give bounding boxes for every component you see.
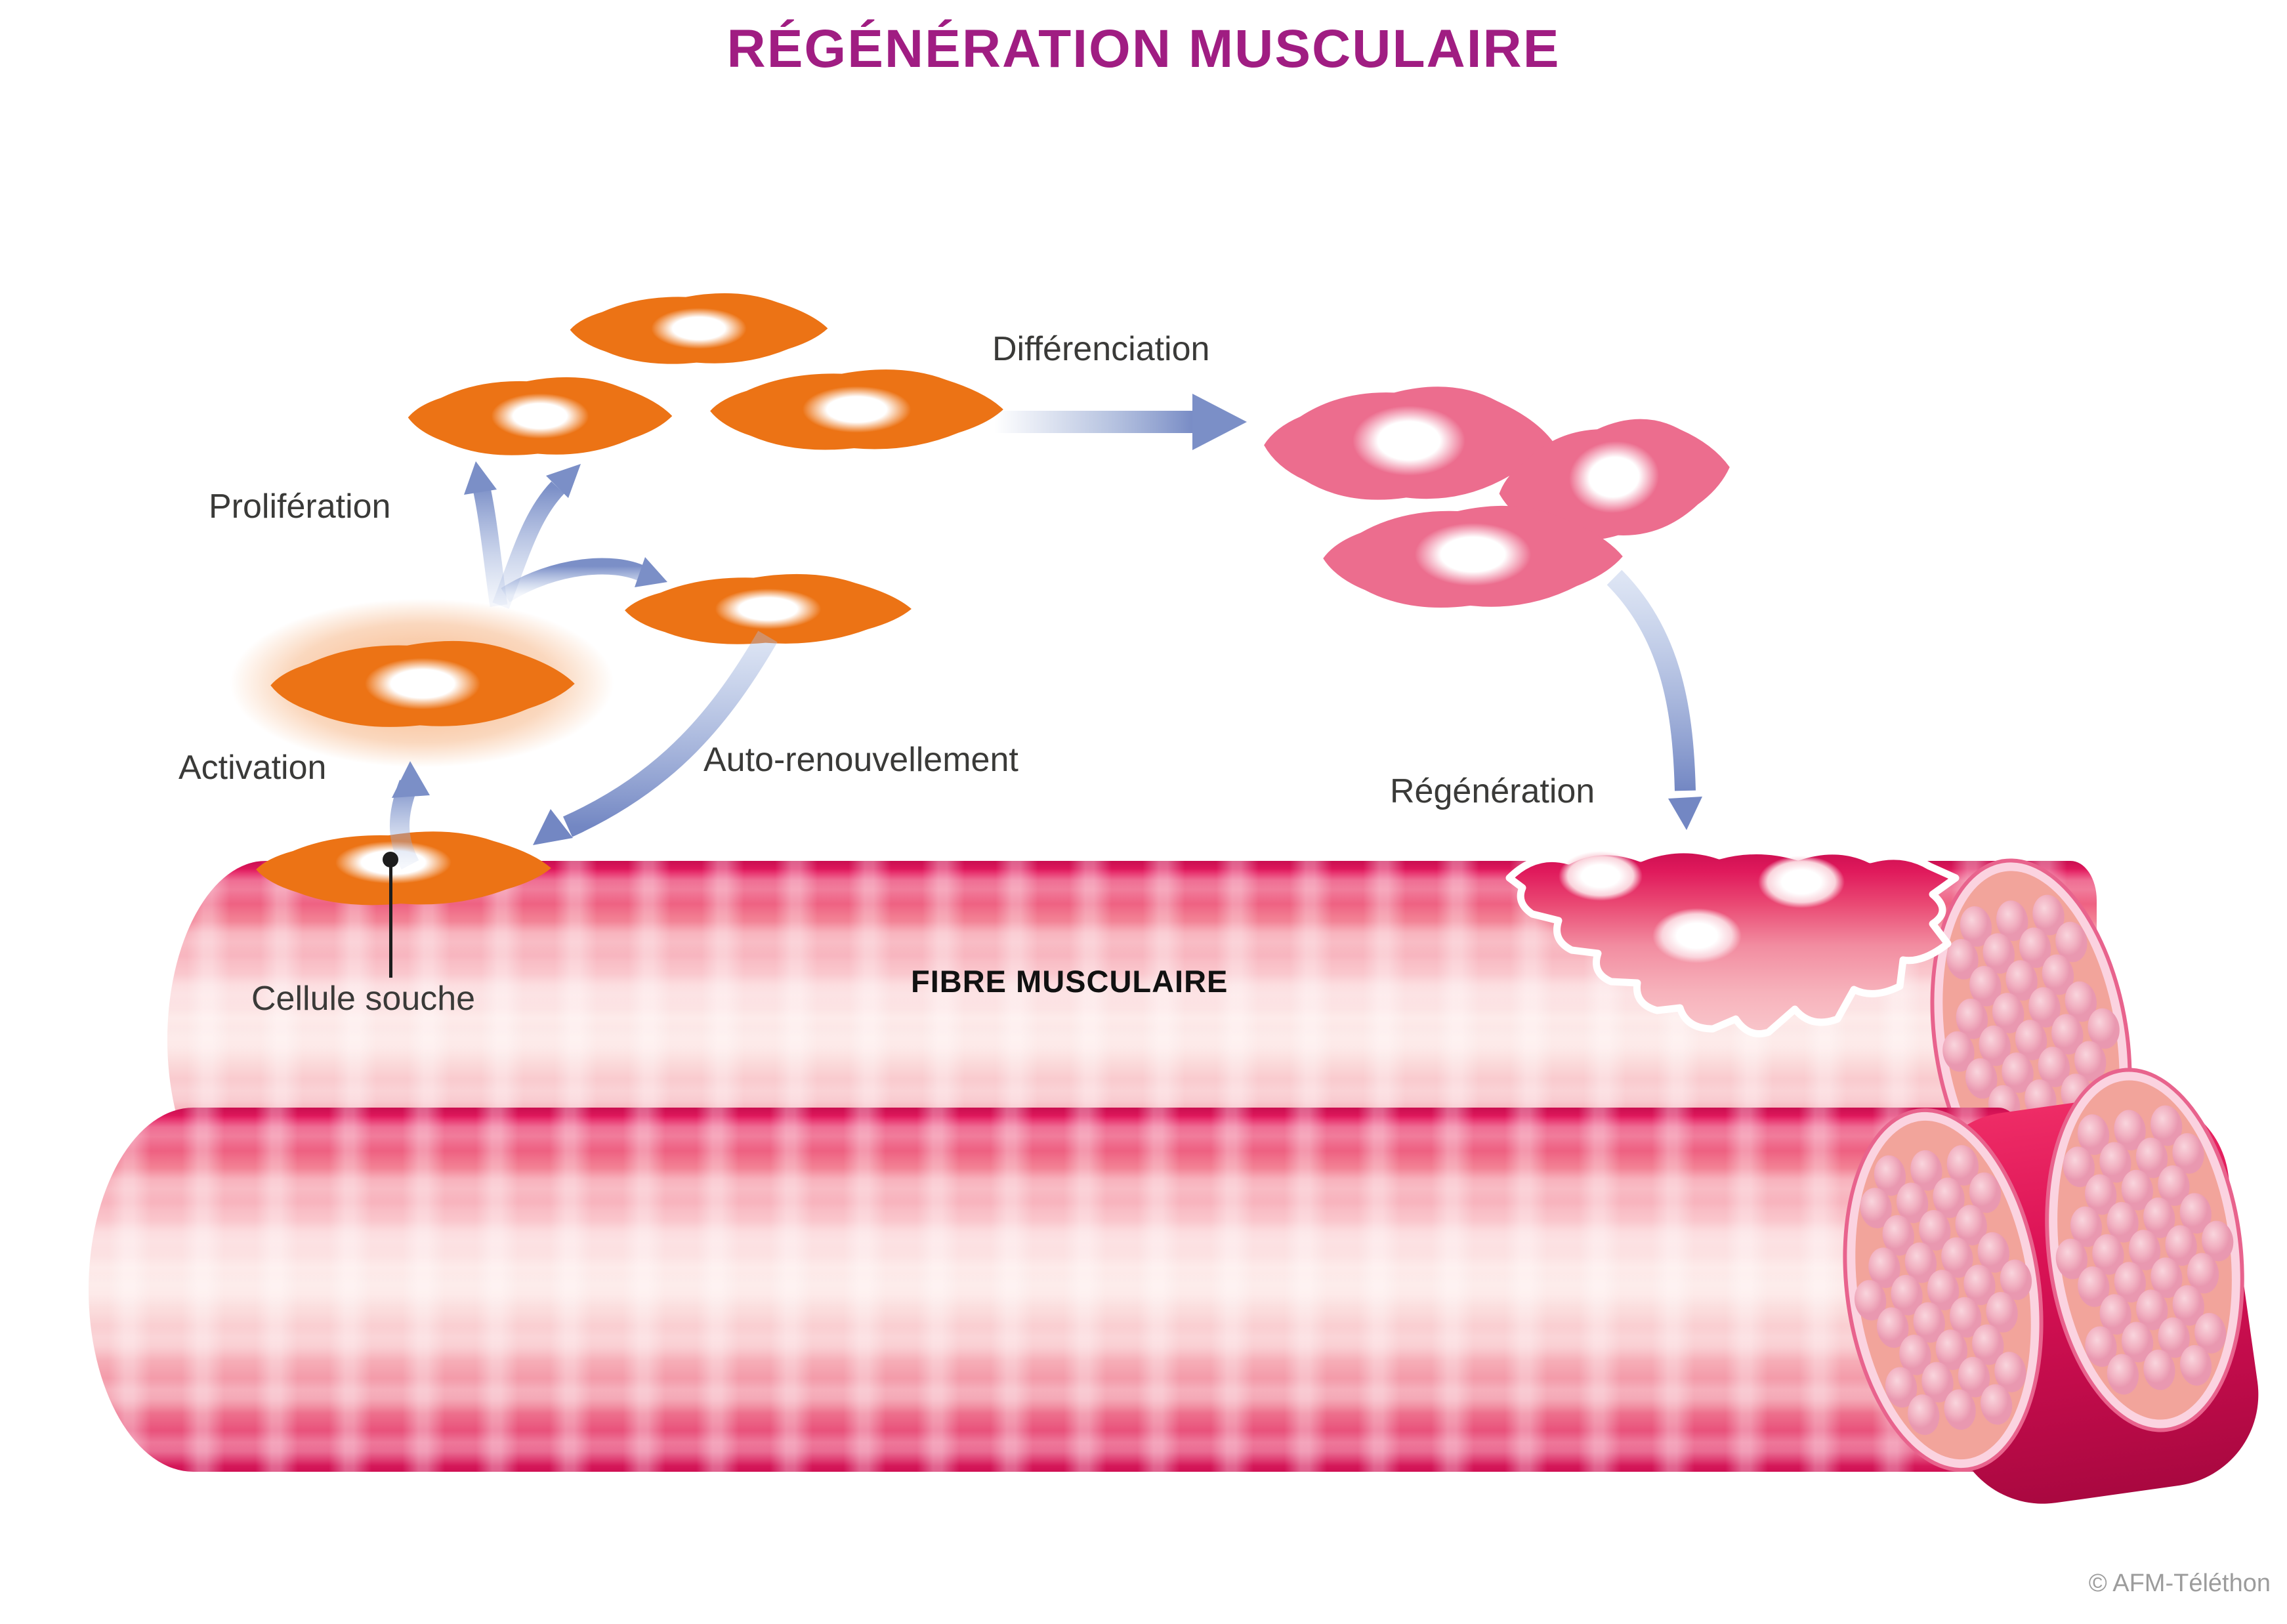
myoblast-cell-icon bbox=[1323, 505, 1623, 608]
label-regeneration: Régénération bbox=[1390, 772, 1595, 810]
proliferating-cell-icon bbox=[710, 369, 1003, 450]
activated-cell-icon bbox=[270, 640, 575, 727]
label-stem-cell: Cellule souche bbox=[251, 980, 476, 1018]
fiber-cross-section-icon bbox=[1843, 1108, 2044, 1472]
activation-arrow-icon bbox=[390, 761, 430, 869]
label-proliferation: Prolifération bbox=[209, 488, 391, 526]
proliferation-arrows-icon bbox=[464, 461, 667, 609]
proliferating-cell-icon bbox=[408, 377, 673, 455]
myoblast-cell-icon bbox=[1493, 409, 1736, 550]
label-differentiation: Différenciation bbox=[992, 330, 1210, 368]
label-muscle-fiber: FIBRE MUSCULAIRE bbox=[911, 964, 1228, 999]
stem-cell-pointer-line bbox=[389, 863, 392, 978]
self-renewal-arrow-icon bbox=[533, 631, 778, 845]
differentiation-arrow-icon bbox=[994, 394, 1247, 450]
copyright-credit: © AFM-Téléthon bbox=[2088, 1570, 2271, 1597]
self-renewing-cell-icon bbox=[625, 573, 912, 644]
myoblast-cell-icon bbox=[1264, 386, 1554, 500]
label-activation: Activation bbox=[178, 749, 327, 787]
muscle-fiber-bottom bbox=[89, 1108, 2025, 1472]
proliferating-cell-icon bbox=[570, 293, 828, 364]
page-title: RÉGÉNÉRATION MUSCULAIRE bbox=[726, 19, 1561, 79]
label-self-renewal: Auto-renouvellement bbox=[703, 741, 1018, 779]
regeneration-arrow-icon bbox=[1606, 570, 1702, 830]
fiber-cross-section-icon bbox=[2045, 1068, 2244, 1432]
regenerating-area-icon bbox=[1505, 846, 1960, 1037]
